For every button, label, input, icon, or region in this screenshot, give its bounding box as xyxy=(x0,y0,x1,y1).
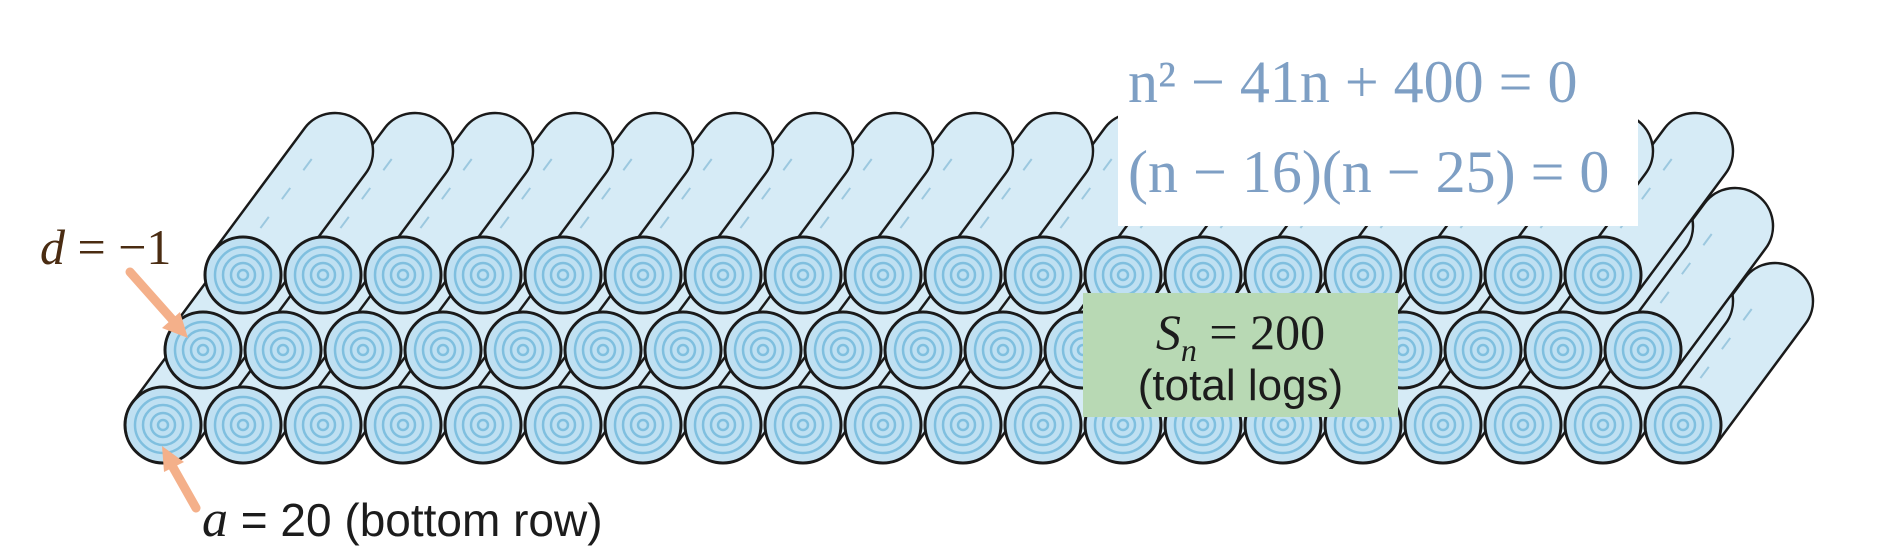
log-end xyxy=(843,385,923,465)
d-variable: d xyxy=(40,219,65,275)
d-value: = −1 xyxy=(65,219,172,275)
log-grain xyxy=(878,144,963,258)
log-end xyxy=(1443,310,1523,390)
log-end xyxy=(683,385,763,465)
log-end xyxy=(523,235,603,315)
log-end xyxy=(1523,310,1603,390)
log-end xyxy=(1403,235,1483,315)
log-end xyxy=(1563,385,1643,465)
log-grain xyxy=(718,144,803,258)
log-end xyxy=(923,235,1003,315)
a-variable: a xyxy=(202,491,228,548)
log-end xyxy=(723,310,803,390)
first-term-label: a = 20 (bottom row) xyxy=(202,490,603,549)
a-value: = 20 (bottom row) xyxy=(228,494,603,546)
log-grain xyxy=(558,144,643,258)
log-end xyxy=(1483,385,1563,465)
log-end xyxy=(363,235,443,315)
log-end xyxy=(243,310,323,390)
sum-value: = 200 xyxy=(1196,304,1326,360)
log-grain xyxy=(238,144,323,258)
log-end xyxy=(363,385,443,465)
sum-subscript: n xyxy=(1180,332,1197,368)
log-end xyxy=(1003,385,1083,465)
log-end xyxy=(203,235,283,315)
log-end xyxy=(683,235,763,315)
pointer-arrows xyxy=(125,267,201,513)
factored-equation: (n − 16)(n − 25) = 0 xyxy=(1128,139,1610,205)
log-end xyxy=(1003,235,1083,315)
log-grain xyxy=(1038,144,1123,258)
log-grain xyxy=(1598,144,1683,258)
log-end xyxy=(763,235,843,315)
log-grain xyxy=(958,144,1043,258)
sum-label-box: Sn = 200 (total logs) xyxy=(1083,293,1398,417)
log-end xyxy=(283,235,363,315)
log-end xyxy=(403,310,483,390)
log-end xyxy=(123,385,203,465)
quadratic-equation: n² − 41n + 400 = 0 xyxy=(1128,49,1578,115)
log-end xyxy=(523,385,603,465)
log-end xyxy=(323,310,403,390)
sum-caption: (total logs) xyxy=(1137,361,1344,410)
log-end xyxy=(1643,385,1723,465)
sum-equation: Sn = 200 xyxy=(1083,303,1398,369)
log-end xyxy=(443,385,523,465)
log-end xyxy=(483,310,563,390)
log-end xyxy=(203,385,283,465)
sum-symbol: S xyxy=(1155,304,1181,360)
log-end xyxy=(563,310,643,390)
log-end xyxy=(283,385,363,465)
log-end xyxy=(1403,385,1483,465)
log-end xyxy=(443,235,523,315)
log-end xyxy=(923,385,1003,465)
log-end xyxy=(643,310,723,390)
log-end xyxy=(883,310,963,390)
d-pointer-arrow xyxy=(125,267,183,331)
log-grain xyxy=(1678,294,1763,408)
log-end xyxy=(1483,235,1563,315)
log-end xyxy=(603,235,683,315)
log-end xyxy=(1563,235,1643,315)
common-difference-label: d = −1 xyxy=(40,218,171,276)
d-pointer-arrowhead xyxy=(162,312,188,338)
log-grain xyxy=(478,144,563,258)
log-grain xyxy=(398,144,483,258)
log-end xyxy=(963,310,1043,390)
log-end xyxy=(603,385,683,465)
log-end xyxy=(803,310,883,390)
log-grain xyxy=(638,144,723,258)
log-end xyxy=(763,385,843,465)
log-grain xyxy=(318,144,403,258)
quadratic-equations-box: n² − 41n + 400 = 0 (n − 16)(n − 25) = 0 xyxy=(1118,38,1638,226)
log-end xyxy=(843,235,923,315)
log-grain xyxy=(798,144,883,258)
a-pointer-arrow xyxy=(165,457,201,513)
a-pointer-arrowhead xyxy=(162,446,184,472)
log-end xyxy=(1603,310,1683,390)
log-grain xyxy=(1638,219,1723,333)
